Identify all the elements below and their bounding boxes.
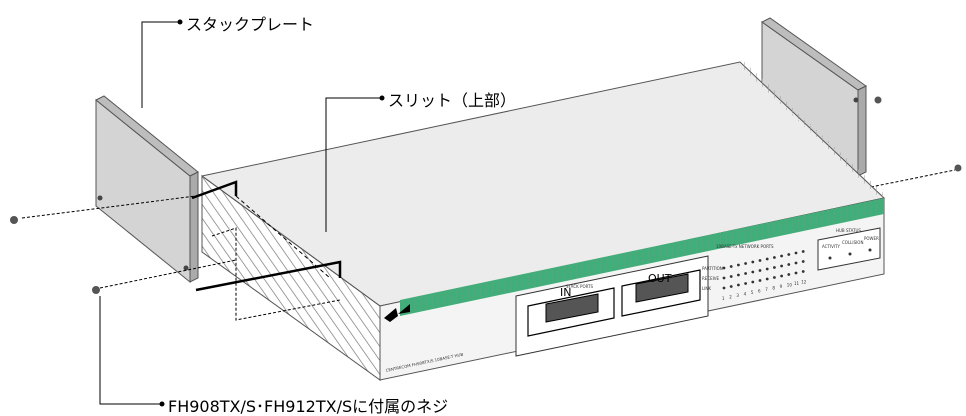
port-led xyxy=(758,259,762,262)
row-label-link: LINK xyxy=(702,286,711,291)
port-number: 5 xyxy=(751,290,754,295)
row-label-partition: PARTITION xyxy=(702,266,723,271)
led-grid xyxy=(722,250,805,290)
port-led xyxy=(787,263,791,266)
port-led xyxy=(794,271,798,275)
port-led xyxy=(729,285,733,288)
port-led xyxy=(751,260,755,264)
port-led xyxy=(773,256,776,259)
port-led xyxy=(729,265,733,268)
screw-left-lower xyxy=(92,286,100,294)
port-led xyxy=(737,263,740,267)
port-led xyxy=(722,286,726,290)
port-led xyxy=(780,274,783,278)
activity-led xyxy=(828,256,832,260)
port-led xyxy=(801,250,805,253)
port-led xyxy=(765,267,769,271)
stack-plate-left xyxy=(95,95,199,284)
row-label-receive: RECEIVE xyxy=(702,276,720,281)
hub-device xyxy=(200,59,887,381)
callout-stack-plate: スタックプレート xyxy=(186,15,315,34)
status-collision: COLLISION xyxy=(842,240,863,245)
port-led xyxy=(765,277,769,281)
port-number: 6 xyxy=(758,289,761,294)
leader-slit xyxy=(325,97,380,232)
out-label: OUT xyxy=(648,272,672,285)
collision-led xyxy=(848,252,852,256)
port-led xyxy=(801,270,805,273)
port-number: 1 xyxy=(722,296,725,301)
out-port: OUT xyxy=(621,269,701,317)
port-number: 11 xyxy=(794,281,800,286)
screw-right-upper xyxy=(874,96,882,104)
callout-screws: FH908TX/S･FH912TX/Sに付属のネジ xyxy=(168,397,449,416)
status-power: POWER xyxy=(864,236,879,241)
stack-ports-panel: STACK PORTS IN OUT xyxy=(515,255,709,357)
port-led xyxy=(801,260,805,263)
port-number: 8 xyxy=(772,286,775,291)
power-led xyxy=(868,248,872,252)
port-number: 2 xyxy=(729,295,732,300)
port-led xyxy=(765,257,769,261)
port-led xyxy=(722,266,726,270)
screw-guide-line-right xyxy=(865,169,956,189)
port-led xyxy=(744,262,747,265)
port-led xyxy=(780,264,783,268)
in-port: IN xyxy=(527,286,615,337)
port-led xyxy=(737,273,740,277)
port-led xyxy=(758,269,762,272)
in-label: IN xyxy=(560,286,571,299)
port-led xyxy=(751,270,755,274)
port-number: 7 xyxy=(765,287,768,292)
port-led xyxy=(737,283,740,287)
hub-status-panel: HUB STATUS ACTIVITY COLLISION POWER xyxy=(817,227,881,271)
port-led xyxy=(758,279,762,282)
network-ports-panel: 10BASE-Tx NETWORK PORTS PARTITION RECEIV… xyxy=(702,244,807,301)
hub-status-label: HUB STATUS xyxy=(836,228,861,233)
port-number: 3 xyxy=(736,293,739,298)
port-led xyxy=(787,273,791,276)
port-led xyxy=(794,251,798,255)
stack-ports-label: STACK PORTS xyxy=(566,284,594,289)
port-led xyxy=(744,282,747,285)
port-led xyxy=(794,261,798,265)
status-activity: ACTIVITY xyxy=(822,244,840,249)
leader-screws xyxy=(99,296,160,405)
port-led xyxy=(787,253,791,256)
port-led xyxy=(751,280,755,284)
port-led xyxy=(773,276,776,279)
port-led xyxy=(780,254,783,258)
port-led xyxy=(773,266,776,269)
network-ports-label: 10BASE-Tx NETWORK PORTS xyxy=(716,244,774,249)
screw-guide-lines-left xyxy=(21,195,341,321)
stack-plate-right xyxy=(761,17,867,177)
port-led xyxy=(722,276,726,280)
port-number: 10 xyxy=(787,283,793,288)
port-number: 9 xyxy=(780,284,783,289)
slit-marks xyxy=(191,180,342,292)
port-number: 12 xyxy=(801,280,807,285)
port-led xyxy=(729,275,733,278)
screw-right-lower xyxy=(954,164,962,172)
callout-slit-top: スリット（上部） xyxy=(388,91,517,110)
screw-left-upper xyxy=(10,216,18,224)
port-number: 4 xyxy=(744,292,747,297)
port-led xyxy=(744,272,747,275)
leader-stack-plate xyxy=(141,21,178,108)
